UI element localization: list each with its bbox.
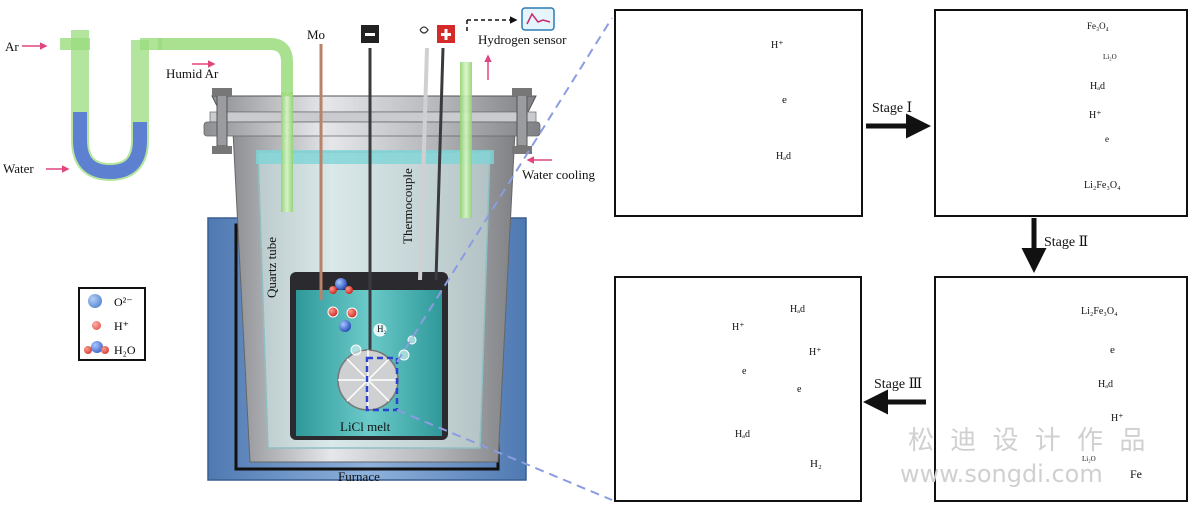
p2-li2fe3o4: Li₂Fe₃O₄ <box>1084 180 1121 191</box>
stage1-label: Stage Ⅰ <box>872 101 913 116</box>
quartz-tube-label: Quartz tube <box>264 236 279 298</box>
stage-panel-4 <box>614 276 862 502</box>
thermocouple-rod <box>418 47 429 281</box>
p3-li2o: Li₂O <box>1082 455 1096 463</box>
h2o-legend-icon <box>84 341 109 355</box>
p4-electron: e <box>742 366 747 377</box>
p3-h-plus: H⁺ <box>1111 413 1124 424</box>
stage-panel-1 <box>614 9 863 217</box>
p1-h-plus: H⁺ <box>771 40 784 51</box>
cooling-band <box>256 150 494 164</box>
p3-h-ad: Hₐd <box>1098 379 1113 390</box>
p2-li2o: Li₂O <box>1103 53 1117 61</box>
hydrogen-sensor-label: Hydrogen sensor <box>478 32 567 47</box>
reactor-apparatus <box>22 7 613 501</box>
humid-ar-label: Humid Ar <box>166 66 219 81</box>
licl-melt-label: LiCl melt <box>340 419 391 434</box>
p4-h-plus: H⁺ <box>732 322 745 333</box>
melt-ions <box>327 278 417 361</box>
p1-electron: e <box>782 94 787 106</box>
furnace-label: Furnace <box>338 469 380 484</box>
h-plus-legend-icon <box>91 320 102 331</box>
water-label: Water <box>3 161 34 176</box>
p2-electron: e <box>1105 134 1109 144</box>
stage-panel-2 <box>934 9 1188 217</box>
p4-h-ad: Hₐd <box>735 429 750 440</box>
p4-electron-2: e <box>797 384 802 395</box>
water-cooling-label: Water cooling <box>522 167 595 182</box>
p2-fe3o4: Fe₃O₄ <box>1087 21 1109 31</box>
thermocouple-label: Thermocouple <box>400 168 415 244</box>
p3-fe: Fe <box>1130 467 1142 481</box>
ar-label: Ar <box>5 39 19 54</box>
stage2-label: Stage Ⅱ <box>1044 235 1089 250</box>
p3-li2fe3o4: Li₂Fe₃O₄ <box>1081 306 1118 317</box>
legend-o2-label: O²⁻ <box>114 295 133 309</box>
zoom-box <box>365 356 399 412</box>
p3-electron: e <box>1110 344 1115 356</box>
p2-h-ad: Hₐd <box>1090 81 1105 92</box>
p4-h-ad-2: Hₐd <box>790 304 805 315</box>
mo-label: Mo <box>307 27 326 42</box>
legend: O²⁻ H⁺ H₂O <box>78 287 146 361</box>
p4-h-plus-2: H⁺ <box>809 347 822 358</box>
p4-h2: H₂ <box>810 458 822 470</box>
hydrogen-sensor-icon <box>521 7 555 31</box>
h2-bubble-label: H₂ <box>377 324 387 334</box>
stage-panel-3 <box>934 276 1188 502</box>
watermark-url: www.songdi.com <box>900 460 1103 488</box>
stage3-label: Stage Ⅲ <box>874 377 923 392</box>
watermark-cn: 松 迪 设 计 作 品 <box>908 426 1150 456</box>
p2-h-plus: H⁺ <box>1089 110 1102 121</box>
legend-hplus-label: H⁺ <box>114 319 129 333</box>
anode-rod <box>434 47 445 281</box>
o2-legend-icon <box>88 294 102 308</box>
p1-h-ad: Hₐd <box>776 151 791 162</box>
legend-h2o-label: H₂O <box>114 343 136 357</box>
